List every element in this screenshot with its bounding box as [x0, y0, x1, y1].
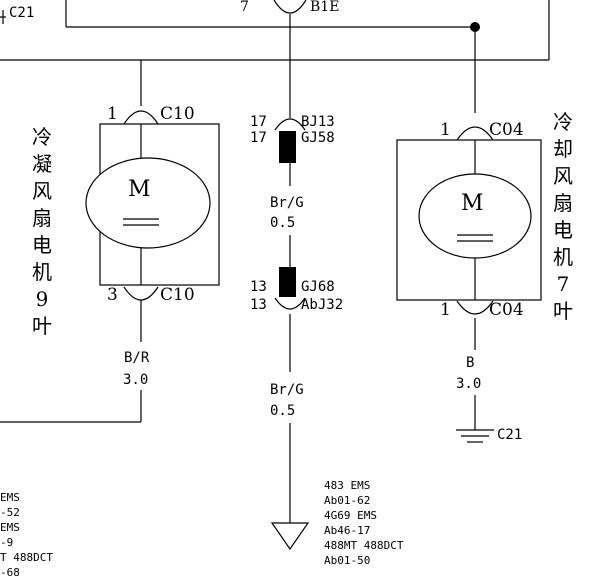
right-name-char: 叶 — [553, 299, 573, 323]
top-connector-label: B1E — [310, 0, 339, 15]
note-line: Ab01-50 — [324, 554, 370, 567]
middle-connector-block-1 — [279, 131, 296, 163]
middle-conn-d-arc — [274, 297, 306, 310]
left-name-char: 凝 — [32, 152, 52, 176]
notes-middle: 483 EMS Ab01-62 4G69 EMS Ab46-17 488MT 4… — [324, 479, 404, 567]
note-line: 483 EMS — [324, 479, 370, 492]
middle-conn-d-label: AbJ32 — [301, 297, 343, 313]
left-connector-top-arc — [123, 110, 159, 125]
note-line: EMS — [0, 491, 20, 504]
notes-left: EMS -52 EMS -9 T 488DCT -68 — [0, 491, 53, 579]
middle-connector-block-2 — [279, 267, 296, 297]
note-line: -9 — [0, 536, 13, 549]
right-name-char: 7 — [557, 272, 570, 296]
right-motor-box — [396, 139, 542, 301]
right-conn-top-label: C04 — [489, 120, 524, 140]
left-name-char: 扇 — [32, 206, 52, 230]
middle-conn-a-arc — [274, 118, 306, 131]
top-pin-label: 7 — [240, 0, 249, 15]
middle-pin-b: 17 — [250, 130, 267, 146]
middle-wire2-color: Br/G — [270, 382, 304, 398]
left-motor-circuit: 1 C10 M 3 C10 B/R 3.0 冷 凝 风 扇 电 机 9 叶 — [0, 60, 220, 423]
left-connector-bottom-arc — [123, 286, 159, 301]
note-line: 4G69 EMS — [324, 509, 377, 522]
left-name-char: 风 — [32, 179, 52, 203]
right-pin-top: 1 — [440, 120, 451, 140]
middle-conn-c-label: GJ68 — [301, 279, 335, 295]
note-line: 488MT 488DCT — [324, 539, 404, 552]
left-name-char: 电 — [32, 233, 52, 257]
middle-pin-c: 13 — [250, 279, 267, 295]
left-pin-top: 1 — [107, 104, 118, 124]
middle-circuit: 17 BJ13 17 GJ58 Br/G 0.5 13 GJ68 13 AbJ3… — [250, 14, 343, 551]
left-motor-m: M — [128, 177, 151, 202]
right-pin-bottom: 1 — [440, 300, 451, 320]
middle-wire1-color: Br/G — [270, 195, 304, 211]
middle-pin-d: 13 — [250, 297, 267, 313]
junction-dot — [470, 22, 480, 32]
middle-wire1-size: 0.5 — [270, 215, 295, 231]
note-line: Ab46-17 — [324, 524, 370, 537]
top-ground-label: C21 — [9, 5, 34, 21]
right-wire-size: 3.0 — [456, 376, 481, 392]
note-line: EMS — [0, 521, 20, 534]
middle-ground-triangle-icon — [270, 522, 310, 551]
left-motor-symbol — [85, 157, 211, 249]
right-wire-color: B — [466, 355, 474, 371]
right-name-char: 电 — [553, 218, 573, 242]
left-conn-top-label: C10 — [160, 104, 195, 124]
left-name-char: 机 — [32, 260, 52, 284]
note-line: -52 — [0, 506, 20, 519]
note-line: -68 — [0, 566, 20, 579]
right-motor-m: M — [461, 191, 484, 216]
left-name-char: 9 — [36, 287, 49, 311]
top-connector-arc — [273, 0, 307, 14]
right-name-char: 扇 — [553, 191, 573, 215]
left-wire-size: 3.0 — [123, 372, 148, 388]
right-name-char: 却 — [553, 137, 573, 161]
left-conn-bottom-label: C10 — [160, 285, 195, 305]
right-connector-bottom-arc — [456, 300, 494, 315]
left-name-char: 叶 — [32, 314, 52, 338]
middle-pin-a: 17 — [250, 114, 267, 130]
left-wire-color: B/R — [124, 350, 150, 366]
right-name-char: 风 — [553, 164, 573, 188]
right-motor-symbol — [418, 173, 532, 259]
left-motor-name: 冷 凝 风 扇 电 机 9 叶 — [32, 125, 52, 338]
right-motor-circuit: 1 C04 M 1 C04 B 3.0 C21 冷 却 风 扇 电 机 7 — [396, 30, 573, 443]
middle-conn-a-label: BJ13 — [301, 114, 335, 130]
right-motor-name: 冷 却 风 扇 电 机 7 叶 — [553, 110, 573, 323]
note-line: T 488DCT — [0, 551, 53, 564]
note-line: Ab01-62 — [324, 494, 370, 507]
left-name-char: 冷 — [32, 125, 52, 149]
middle-conn-b-label: GJ58 — [301, 130, 335, 146]
right-name-char: 冷 — [553, 110, 573, 134]
right-name-char: 机 — [553, 245, 573, 269]
middle-wire2-size: 0.5 — [270, 403, 295, 419]
left-pin-bottom: 3 — [107, 285, 118, 305]
top-section: C21 7 B1E — [0, 0, 550, 61]
right-connector-top-arc — [456, 126, 494, 141]
right-ground-label: C21 — [497, 427, 522, 443]
right-ground-icon — [456, 429, 494, 443]
right-conn-bottom-label: C04 — [489, 300, 524, 320]
